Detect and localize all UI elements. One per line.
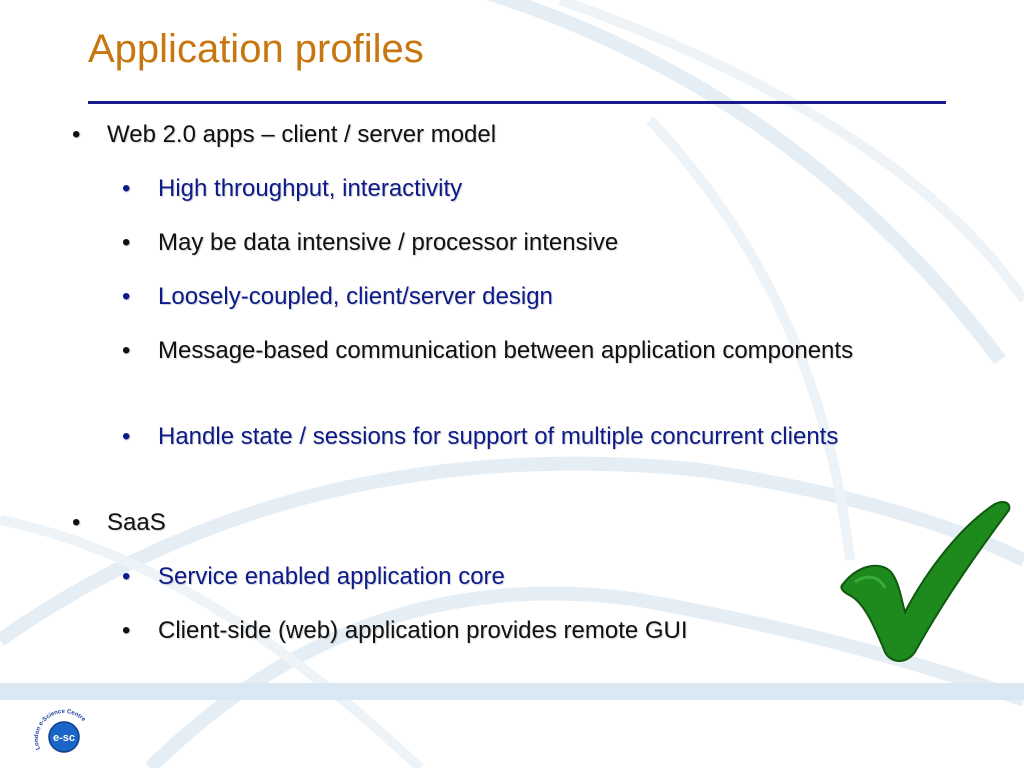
bullet-item: • Service enabled application core bbox=[122, 560, 882, 593]
bullet-text: Loosely-coupled, client/server design bbox=[158, 283, 553, 310]
bullet-item: • High throughput, interactivity bbox=[122, 172, 882, 205]
bullet-text: Web 2.0 apps – client / server model bbox=[107, 121, 497, 148]
bullet-dot: • bbox=[122, 283, 131, 310]
bullet-dot: • bbox=[122, 563, 131, 590]
bullet-text: High throughput, interactivity bbox=[158, 175, 463, 202]
bullet-dot: • bbox=[122, 617, 131, 644]
checkmark-icon bbox=[840, 501, 1011, 662]
bullet-item: • May be data intensive / processor inte… bbox=[122, 226, 882, 259]
bullet-text: May be data intensive / processor intens… bbox=[158, 229, 619, 256]
bullet-dot: • bbox=[122, 337, 131, 364]
bullet-dot: • bbox=[72, 509, 81, 536]
bullet-text: Client-side (web) application provides r… bbox=[158, 617, 688, 644]
logo-center-text: e-sc bbox=[53, 732, 75, 744]
bullet-text: Service enabled application core bbox=[158, 563, 505, 590]
bullet-item: • Loosely-coupled, client/server design bbox=[122, 280, 882, 313]
slide-title: Application profiles bbox=[88, 27, 424, 71]
bullet-dot: • bbox=[122, 175, 131, 202]
bullet-dot: • bbox=[72, 121, 81, 148]
bullet-dot: • bbox=[122, 229, 131, 256]
bullet-dot: • bbox=[122, 423, 131, 450]
title-rule bbox=[88, 101, 946, 104]
lesc-logo: London e-Science Centre e-sc bbox=[34, 709, 87, 753]
bullet-text: SaaS bbox=[107, 509, 166, 536]
bullet-item: • Handle state / sessions for support of… bbox=[122, 420, 882, 453]
bullet-item: • Client-side (web) application provides… bbox=[122, 614, 882, 647]
bullet-text: Handle state / sessions for support of m… bbox=[158, 423, 839, 450]
footer-band bbox=[0, 683, 1024, 700]
bullet-item: • Message-based communication between ap… bbox=[122, 334, 882, 367]
bullet-text: Message-based communication between appl… bbox=[158, 337, 854, 364]
